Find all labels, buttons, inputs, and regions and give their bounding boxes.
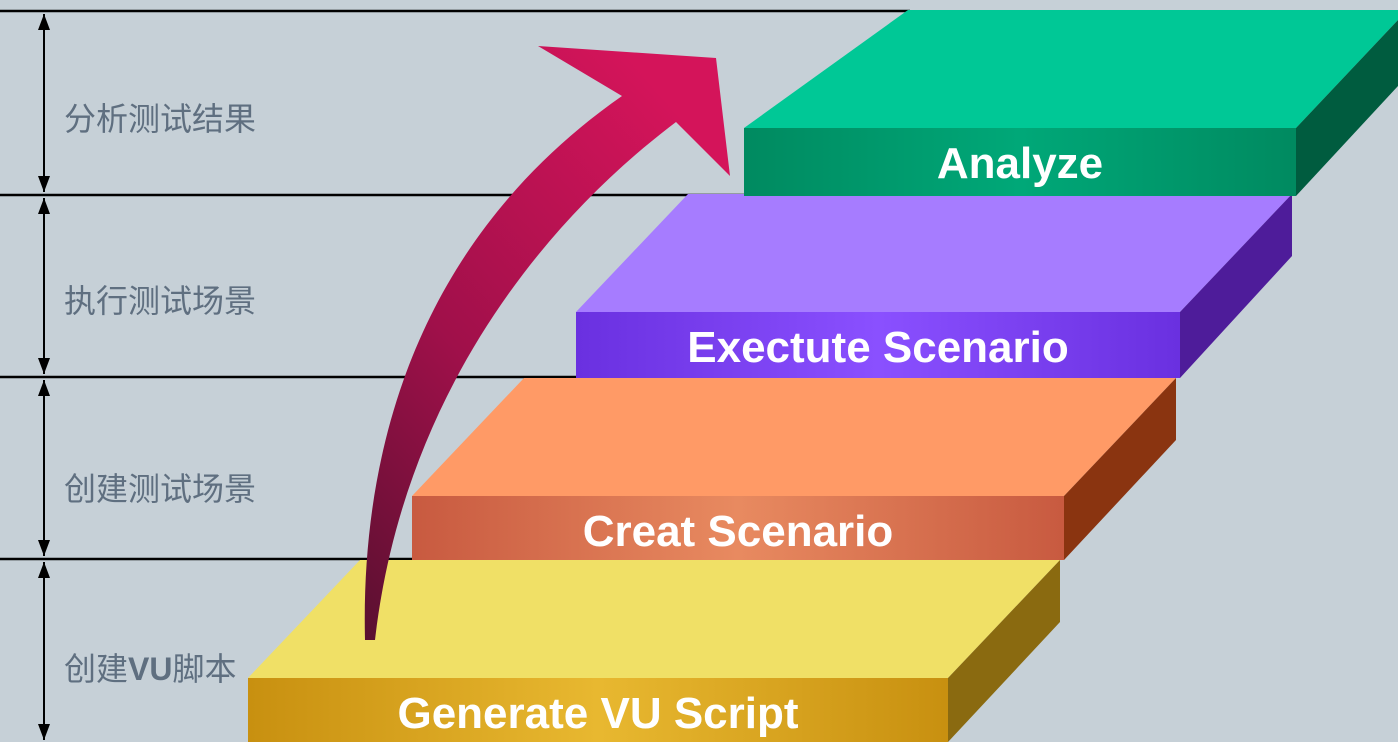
dimension-arrows	[38, 14, 50, 740]
step-side-face	[1180, 194, 1292, 378]
step-top-face	[248, 560, 1060, 678]
progress-arrow-icon	[364, 46, 730, 640]
step-analyze	[744, 10, 1398, 196]
step-side-face	[948, 560, 1060, 742]
step-label-generate-vu-script: Generate VU Script	[397, 689, 799, 738]
step-front-face	[744, 128, 1296, 196]
phase-label-suffix: 脚本	[172, 650, 237, 688]
step-label-analyze: Analyze	[936, 139, 1104, 188]
step-label-creat-scenario: Creat Scenario	[582, 507, 894, 556]
step-exectute-scenario	[576, 194, 1292, 378]
phase-label-create-scenario: 创建测试场景	[64, 470, 257, 508]
step-side-face	[1064, 378, 1176, 560]
phase-label-prefix: 创建	[64, 650, 129, 688]
step-generate-vu-script	[248, 560, 1060, 742]
step-label-exectute-scenario: Exectute Scenario	[687, 323, 1069, 372]
step-top-face	[412, 378, 1176, 496]
phase-label-create-script: 创建VU脚本	[64, 644, 236, 690]
phase-label-bold: VU	[128, 651, 173, 687]
step-creat-scenario	[412, 378, 1176, 560]
phase-label-analyze: 分析测试结果	[64, 100, 257, 138]
step-front-face	[576, 312, 1180, 378]
step-top-face	[744, 10, 1398, 128]
phase-label-execute: 执行测试场景	[64, 282, 257, 320]
step-front-face	[248, 678, 948, 742]
step-side-face	[1296, 20, 1398, 196]
step-top-face	[576, 194, 1292, 312]
step-front-face	[412, 496, 1064, 560]
